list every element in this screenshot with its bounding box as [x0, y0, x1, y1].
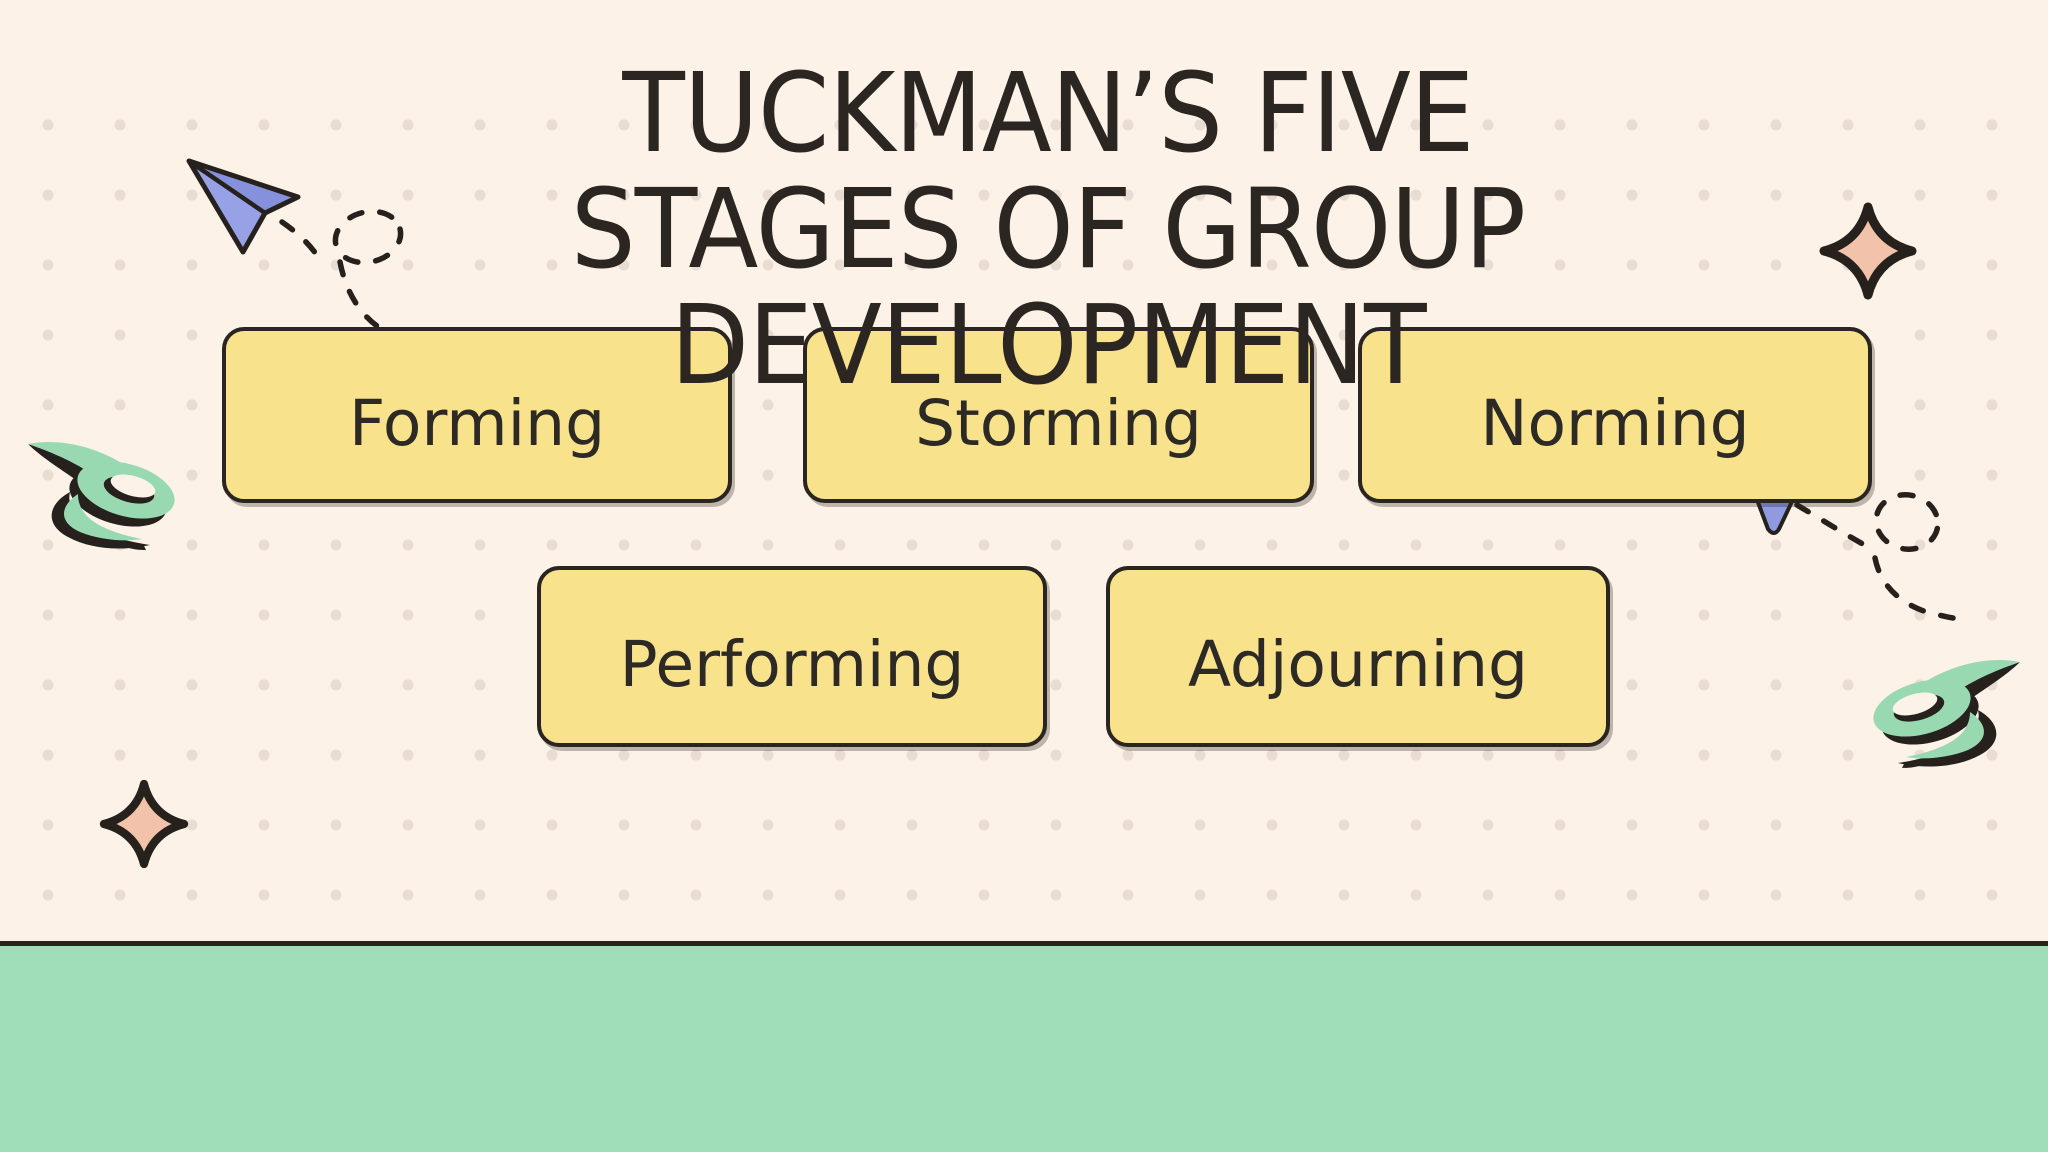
stage-label: Storming	[915, 386, 1202, 460]
stage-label: Forming	[348, 386, 606, 460]
stage-label: Adjourning	[1187, 628, 1529, 701]
stage-box-forming: Forming	[222, 327, 732, 503]
footer-band	[0, 941, 2048, 1152]
stage-box-storming: Storming	[803, 327, 1314, 503]
stage-label: Performing	[619, 628, 965, 701]
stage-box-adjourning: Adjourning	[1106, 566, 1610, 747]
stage-label: Norming	[1480, 386, 1750, 460]
stage-box-performing: Performing	[537, 566, 1047, 747]
dot-grid	[0, 86, 2048, 941]
stage-box-norming: Norming	[1358, 327, 1872, 503]
